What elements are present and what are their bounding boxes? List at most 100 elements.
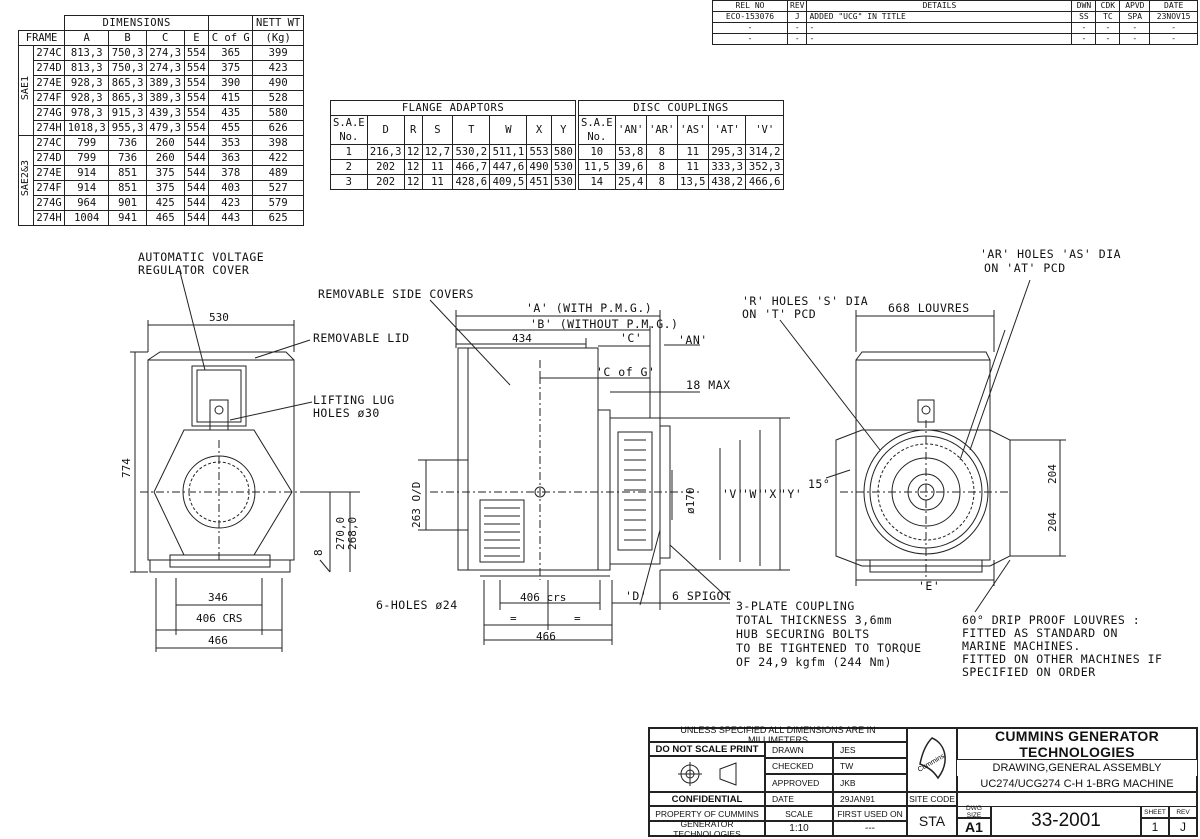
table-cell: 11 bbox=[676, 159, 709, 175]
label-lifting-lug: LIFTING LUG bbox=[313, 393, 395, 407]
flange-adaptors-table: FLANGE ADAPTORS S.A.E No. D R S T W X Y … bbox=[330, 100, 577, 190]
table-cell: 544 bbox=[183, 210, 210, 226]
netwt-header: NETT WT bbox=[252, 15, 304, 31]
louvre-note-line: FITTED AS STANDARD ON bbox=[962, 626, 1118, 640]
table-cell: 274D bbox=[32, 60, 66, 76]
dimensions-note: UNLESS SPECIFIED ALL DIMENSIONS ARE IN M… bbox=[649, 725, 907, 745]
table-cell: 580 bbox=[550, 144, 577, 160]
drawing-number: 33-2001 bbox=[991, 806, 1141, 836]
table-cell: 439,3 bbox=[145, 105, 185, 121]
col-header: 'AN' bbox=[614, 115, 647, 145]
property-line-1: PROPERTY OF CUMMINS bbox=[649, 806, 765, 821]
table-cell: 530 bbox=[550, 159, 577, 175]
dim-530: 530 bbox=[209, 311, 229, 324]
label-avr-cover-2: REGULATOR COVER bbox=[138, 263, 249, 277]
table-cell: 375 bbox=[208, 60, 254, 76]
label-c-of-g: 'C of G' bbox=[596, 365, 655, 379]
label-b-without-pmg: 'B' (WITHOUT P.M.G.) bbox=[530, 317, 678, 331]
label-x: 'X' bbox=[762, 487, 784, 501]
dim-8: 8 bbox=[312, 549, 325, 556]
table-cell: 851 bbox=[108, 165, 147, 181]
table-cell: 489 bbox=[252, 165, 304, 181]
table-cell: 274C bbox=[32, 135, 66, 151]
label-v: 'V' bbox=[722, 487, 744, 501]
table-cell: 1004 bbox=[64, 210, 110, 226]
dim-406-crs-side: 406 crs bbox=[520, 591, 566, 604]
drawing-title-2: UC274/UCG274 C-H 1-BRG MACHINE bbox=[957, 776, 1197, 792]
label-removable-side-covers: REMOVABLE SIDE COVERS bbox=[318, 287, 474, 301]
property-line-2: GENERATOR TECHNOLOGIES bbox=[649, 819, 765, 839]
table-cell: 274H bbox=[32, 120, 66, 136]
col-header: R bbox=[403, 115, 423, 145]
col-header: 'AS' bbox=[676, 115, 709, 145]
rev-label: REV bbox=[1169, 806, 1197, 818]
table-cell: 403 bbox=[208, 180, 254, 196]
table-cell: 978,3 bbox=[64, 105, 110, 121]
table-cell: 443 bbox=[208, 210, 254, 226]
label-r-holes-2: ON 'T' PCD bbox=[742, 307, 816, 321]
louvre-note-line: SPECIFIED ON ORDER bbox=[962, 665, 1096, 679]
date-value: 29JAN91 bbox=[833, 792, 907, 806]
table-cell: 553 bbox=[526, 144, 552, 160]
label-y: 'Y' bbox=[780, 487, 802, 501]
table-cell: 554 bbox=[183, 120, 210, 136]
table-cell: 750,3 bbox=[108, 45, 147, 61]
label-e: 'E' bbox=[918, 579, 940, 593]
dim-270: 270,0 bbox=[334, 517, 347, 550]
table-cell: 274F bbox=[32, 180, 66, 196]
table-cell: 274G bbox=[32, 105, 66, 121]
table-cell: 438,2 bbox=[707, 174, 747, 190]
label-a-with-pmg: 'A' (WITH P.M.G.) bbox=[526, 301, 652, 315]
coupling-note-line: 3-PLATE COUPLING bbox=[736, 599, 855, 613]
table-cell: 544 bbox=[183, 180, 210, 196]
table-cell: 274G bbox=[32, 195, 66, 211]
table-cell: 928,3 bbox=[64, 75, 110, 91]
coupling-note-line: HUB SECURING BOLTS bbox=[736, 627, 870, 641]
table-cell: 915,3 bbox=[108, 105, 147, 121]
louvre-note-line: FITTED ON OTHER MACHINES IF bbox=[962, 652, 1162, 666]
drawing-title-1: DRAWING,GENERAL ASSEMBLY bbox=[992, 762, 1162, 774]
side-view bbox=[430, 347, 700, 580]
dim-466-side: 466 bbox=[536, 630, 556, 643]
table-cell: 202 bbox=[366, 174, 405, 190]
dim-equal: = bbox=[574, 612, 581, 625]
table-cell: 11 bbox=[421, 174, 454, 190]
dim-774: 774 bbox=[120, 458, 133, 478]
table-cell: 479,3 bbox=[145, 120, 185, 136]
label-d: 'D' bbox=[625, 589, 647, 603]
table-cell: 928,3 bbox=[64, 90, 110, 106]
coupling-note-line: TOTAL THICKNESS 3,6mm bbox=[736, 613, 892, 627]
table-cell: 260 bbox=[145, 135, 185, 151]
col-header: S.A.E No. bbox=[330, 115, 368, 145]
table-cell: 3 bbox=[330, 174, 368, 190]
dim-434: 434 bbox=[512, 332, 532, 345]
table-cell: 466,6 bbox=[745, 174, 784, 190]
table-cell: 528 bbox=[252, 90, 304, 106]
site-code-value: STA bbox=[907, 806, 957, 836]
table-cell: 39,6 bbox=[614, 159, 647, 175]
label-ar-holes: 'AR' HOLES 'AS' DIA bbox=[980, 247, 1121, 261]
table-cell: 8 bbox=[645, 174, 678, 190]
table-cell: 398 bbox=[252, 135, 304, 151]
col-header: 'AR' bbox=[645, 115, 678, 145]
table-cell: 736 bbox=[108, 150, 147, 166]
table-cell: 451 bbox=[526, 174, 552, 190]
table-cell: 941 bbox=[108, 210, 147, 226]
table-cell: 527 bbox=[252, 180, 304, 196]
dim-466: 466 bbox=[208, 634, 228, 647]
cummins-logo: Cummins bbox=[907, 728, 957, 792]
table-cell: 274C bbox=[32, 45, 66, 61]
table-cell: 750,3 bbox=[108, 60, 147, 76]
label-lifting-lug-2: HOLES ø30 bbox=[313, 406, 380, 420]
table-cell: 554 bbox=[183, 75, 210, 91]
label-c: 'C' bbox=[620, 331, 642, 345]
table-cell: 13,5 bbox=[676, 174, 709, 190]
